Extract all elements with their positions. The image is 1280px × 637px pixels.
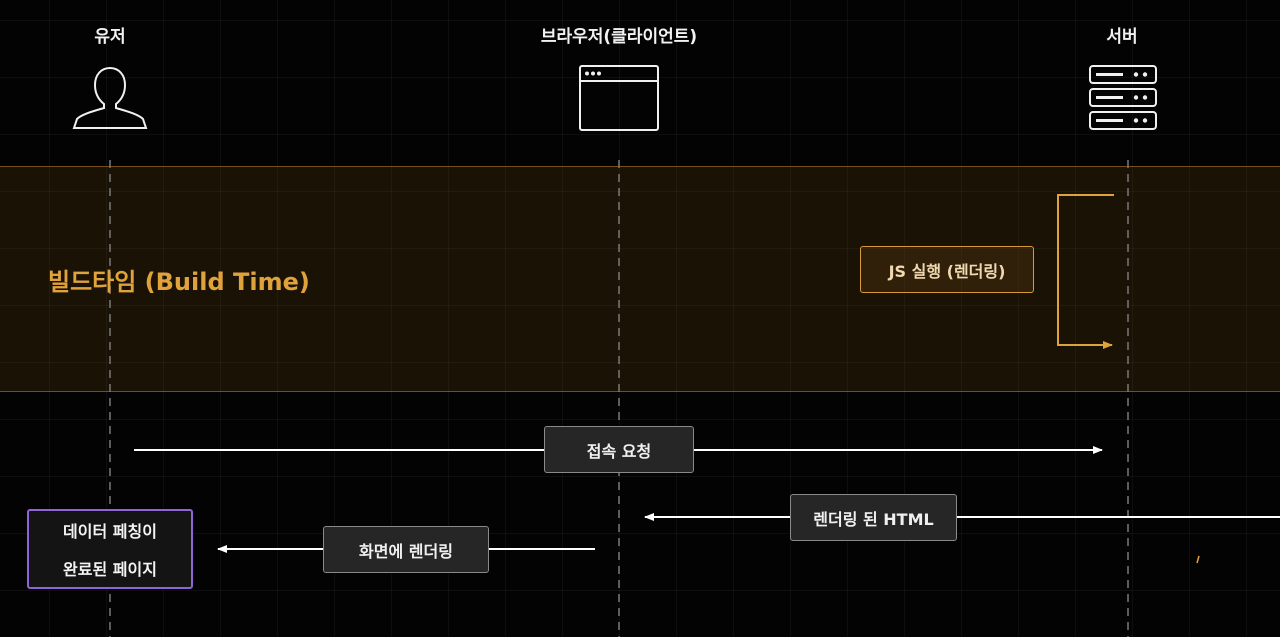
data-fetched-page-line2: 완료된 페이지 — [63, 560, 157, 579]
stray-orange-mark — [1196, 555, 1200, 564]
data-fetched-page-box: 데이터 페칭이 완료된 페이지 — [27, 509, 193, 589]
rendered-html-box: 렌더링 된 HTML — [790, 494, 957, 541]
actor-label-user: 유저 — [94, 27, 126, 47]
js-execution-box: JS 실행 (렌더링) — [860, 246, 1034, 293]
render-on-screen-box: 화면에 렌더링 — [323, 526, 489, 573]
connect-request-box: 접속 요청 — [544, 426, 694, 473]
user-icon — [72, 66, 148, 129]
data-fetched-page-line1: 데이터 페칭이 — [63, 522, 157, 541]
js-execution-loop-arrow — [1057, 194, 1114, 349]
browser-window-icon — [579, 65, 659, 131]
server-rack-icon — [1089, 65, 1157, 130]
actor-label-browser: 브라우저(클라이언트) — [540, 27, 698, 47]
actor-label-server: 서버 — [1106, 27, 1138, 47]
build-time-band — [0, 166, 1280, 392]
build-time-title: 빌드타임 (Build Time) — [48, 268, 310, 296]
